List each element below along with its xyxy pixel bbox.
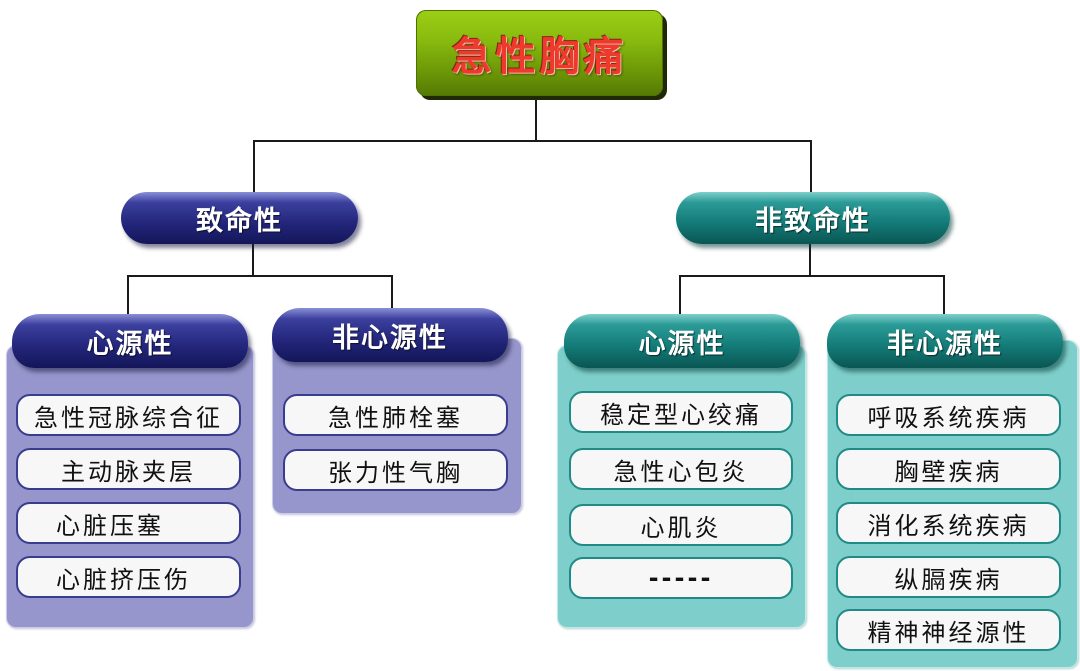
item-label: ----- xyxy=(648,564,714,592)
connector-to-nonfatal xyxy=(810,140,812,192)
root-node: 急性胸痛 xyxy=(416,10,663,96)
header-nonfatal-cardiac-label: 心源性 xyxy=(638,328,726,360)
list-item: 稳定型心绞痛 xyxy=(569,391,793,433)
list-item: 胸壁疾病 xyxy=(836,448,1061,490)
list-item: ----- xyxy=(569,557,793,599)
connector-nonfatal-down xyxy=(809,242,811,276)
connector-fatal-bar xyxy=(127,275,393,277)
item-label: 胸壁疾病 xyxy=(894,457,1003,486)
list-item: 张力性气胸 xyxy=(283,449,508,491)
item-label: 张力性气胸 xyxy=(328,458,463,487)
item-label: 呼吸系统疾病 xyxy=(867,403,1030,432)
item-label: 急性肺栓塞 xyxy=(328,403,463,432)
header-nonfatal-noncardiac-label: 非心源性 xyxy=(887,328,1003,360)
branch-nonfatal-label: 非致命性 xyxy=(755,205,871,237)
connector-to-fatal xyxy=(253,140,255,192)
item-label: 心脏挤压伤 xyxy=(56,565,191,594)
list-item: 急性肺栓塞 xyxy=(283,394,508,436)
branch-nonfatal: 非致命性 xyxy=(676,192,950,244)
item-label: 急性冠脉综合征 xyxy=(34,403,223,432)
connector-fatal-down xyxy=(252,244,254,276)
list-item: 纵膈疾病 xyxy=(836,556,1061,598)
list-item: 心脏挤压伤 xyxy=(16,556,241,598)
connector-nonfatal-bar xyxy=(679,275,945,277)
item-label: 心肌炎 xyxy=(640,513,722,542)
header-nonfatal-cardiac: 心源性 xyxy=(564,314,800,368)
root-title: 急性胸痛 xyxy=(451,34,628,80)
list-item: 消化系统疾病 xyxy=(836,502,1061,544)
header-fatal-noncardiac: 非心源性 xyxy=(272,308,508,362)
branch-fatal-label: 致命性 xyxy=(196,205,283,237)
item-label: 稳定型心绞痛 xyxy=(600,400,762,429)
list-item: 急性心包炎 xyxy=(569,448,793,490)
list-item: 精神神经源性 xyxy=(836,609,1061,651)
header-nonfatal-noncardiac: 非心源性 xyxy=(827,314,1063,368)
item-label: 精神神经源性 xyxy=(867,618,1030,647)
list-item: 呼吸系统疾病 xyxy=(836,394,1061,436)
header-fatal-cardiac: 心源性 xyxy=(12,314,248,368)
connector-to-nonfatal-noncardiac xyxy=(943,275,945,315)
header-fatal-noncardiac-label: 非心源性 xyxy=(332,322,448,354)
item-label: 主动脉夹层 xyxy=(61,457,196,486)
connector-level1-bar xyxy=(253,140,812,142)
connector-to-fatal-cardiac xyxy=(127,275,129,315)
list-item: 心脏压塞 xyxy=(16,502,241,544)
branch-fatal: 致命性 xyxy=(121,192,358,244)
item-label: 心脏压塞 xyxy=(56,511,164,540)
list-item: 心肌炎 xyxy=(569,504,793,546)
header-fatal-cardiac-label: 心源性 xyxy=(86,328,174,360)
item-label: 纵膈疾病 xyxy=(894,565,1003,594)
connector-to-fatal-noncardiac xyxy=(391,275,393,311)
list-item: 急性冠脉综合征 xyxy=(16,394,241,436)
connector-root-down xyxy=(535,96,537,141)
item-label: 消化系统疾病 xyxy=(867,511,1030,540)
list-item: 主动脉夹层 xyxy=(16,448,241,490)
item-label: 急性心包炎 xyxy=(613,457,749,486)
connector-to-nonfatal-cardiac xyxy=(679,275,681,315)
